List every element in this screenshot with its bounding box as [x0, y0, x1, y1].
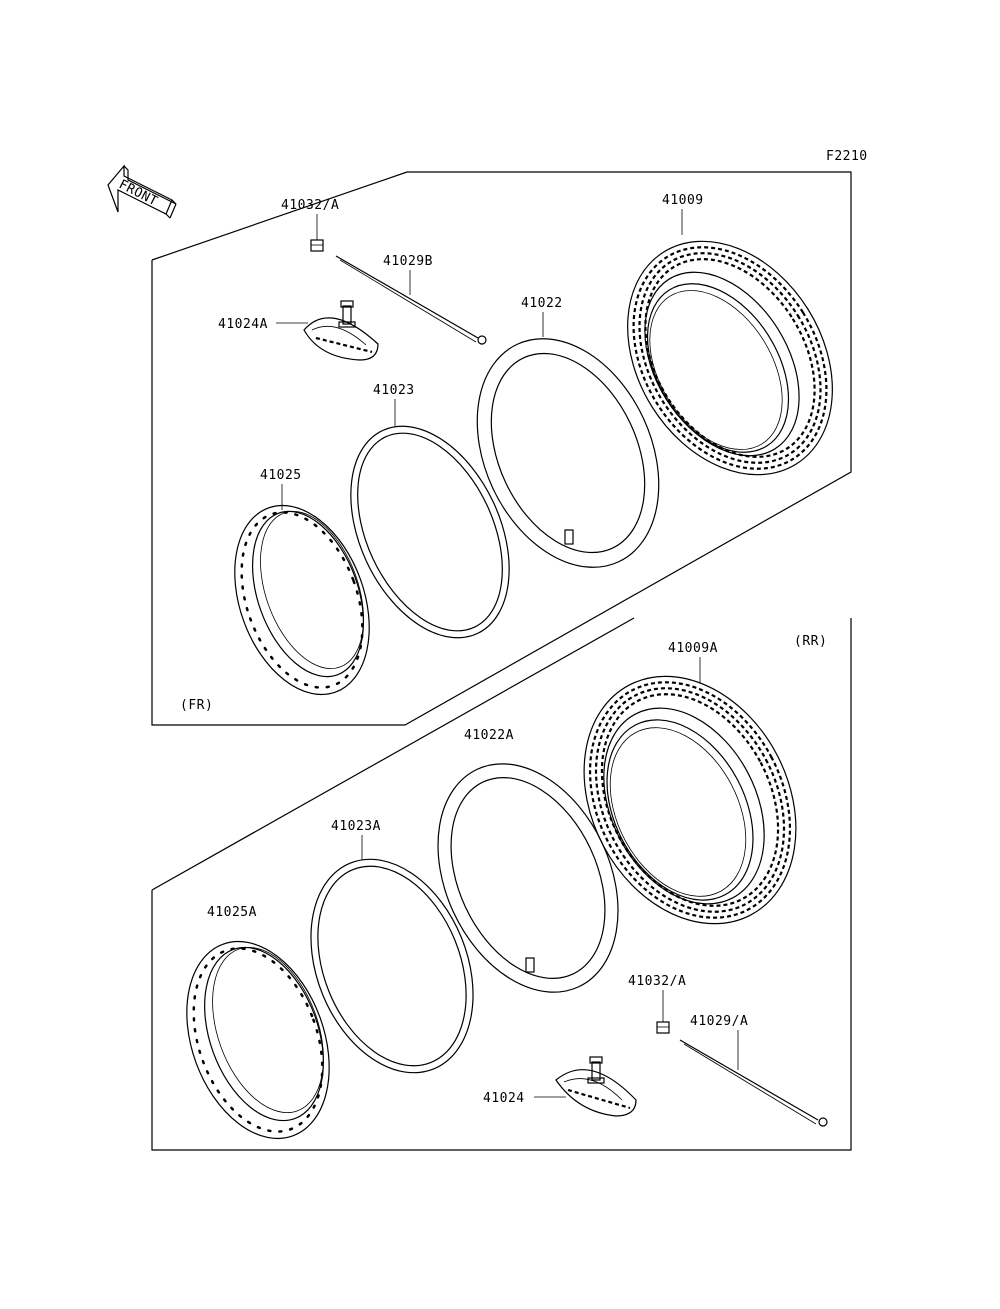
label-41032-rear: 41032/A [628, 974, 686, 989]
rim-front [234, 504, 370, 696]
label-41009: 41009 [662, 193, 704, 208]
front-section-tag: (FR) [180, 698, 213, 713]
rim-rear [186, 940, 330, 1140]
valve-cap-rear [656, 1021, 670, 1034]
rear-panel-border [151, 617, 635, 891]
rim-band-front [350, 425, 510, 639]
front-arrow-icon: FRONT [107, 164, 177, 219]
rim-lock-rear [555, 1056, 637, 1117]
tire-front [627, 240, 833, 476]
label-41032-front: 41032/A [281, 198, 339, 213]
label-41023: 41023 [373, 383, 415, 398]
tube-rear [437, 763, 619, 993]
figure-code: F2210 [826, 149, 868, 164]
front-panel-border [151, 171, 852, 726]
label-41025a: 41025A [207, 905, 257, 920]
label-41029a: 41029/A [690, 1014, 748, 1029]
label-41024a: 41024A [218, 317, 268, 332]
spoke-band-rear [679, 1039, 828, 1127]
rear-section-tag: (RR) [794, 634, 827, 649]
label-41022: 41022 [521, 296, 563, 311]
label-41029b: 41029B [383, 254, 433, 269]
spoke-band-front [335, 255, 487, 345]
label-41023a: 41023A [331, 819, 381, 834]
tube-front [476, 338, 660, 568]
tire-rear [583, 675, 797, 925]
label-41009a: 41009A [668, 641, 718, 656]
label-41024: 41024 [483, 1091, 525, 1106]
front-arrow-text: FRONT [116, 177, 160, 209]
label-41025: 41025 [260, 468, 302, 483]
rim-band-rear [310, 858, 474, 1074]
valve-cap-front [310, 239, 324, 252]
label-41022a: 41022A [464, 728, 514, 743]
rim-lock-front [303, 300, 379, 361]
